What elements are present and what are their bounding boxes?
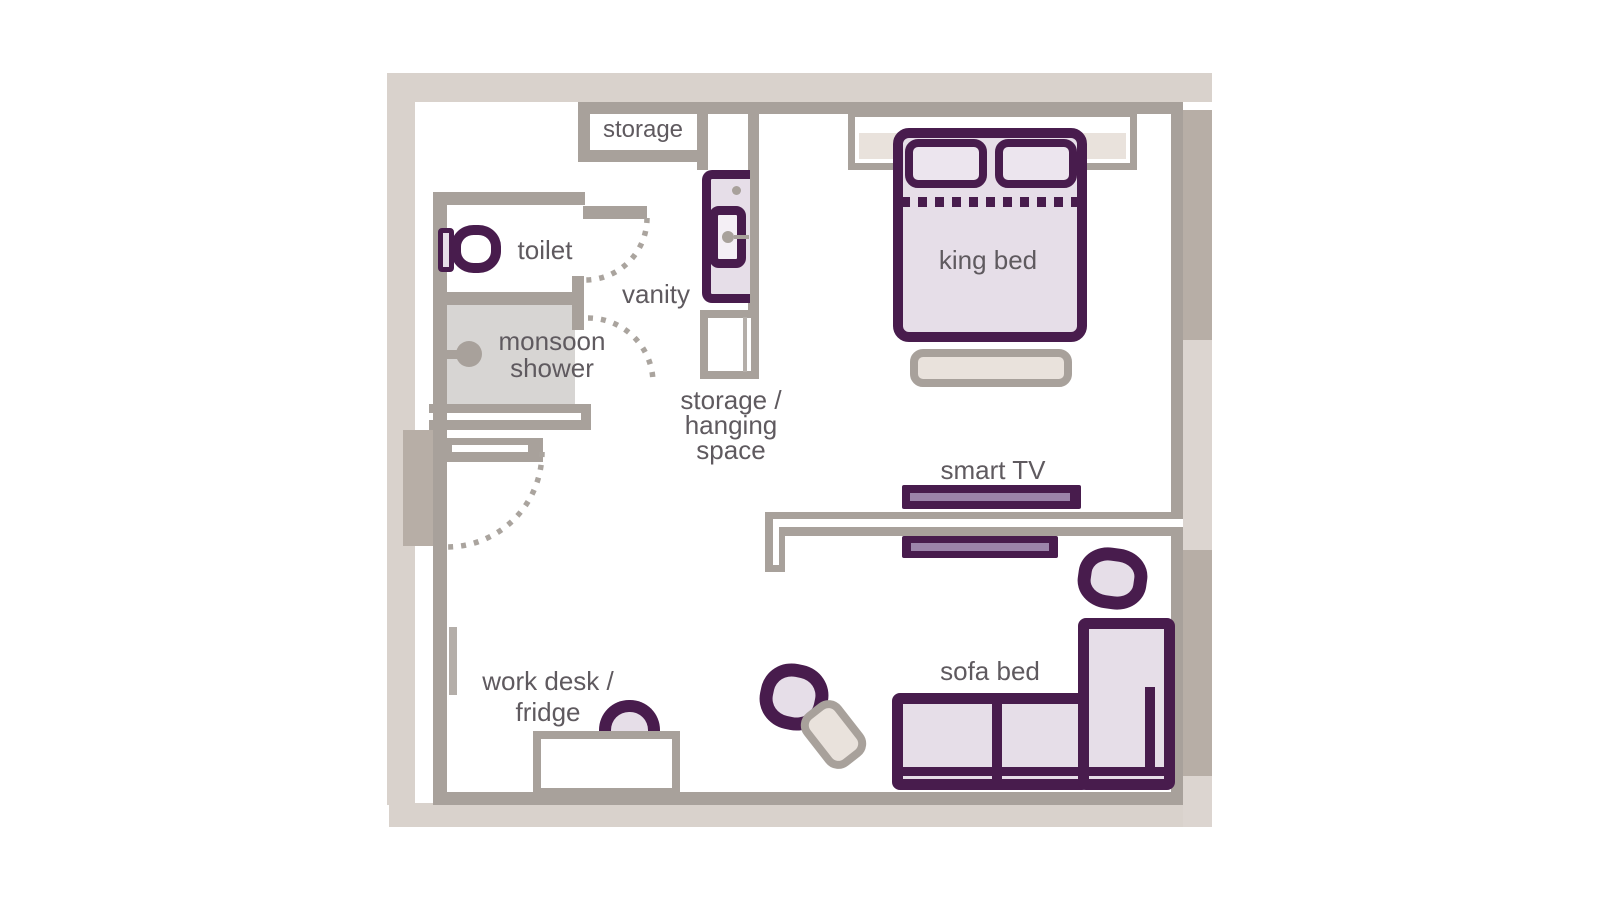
- vanity-corridor-wall: [748, 102, 759, 378]
- wardrobe: [700, 310, 759, 379]
- toilet-shower-divider-wall: [433, 292, 580, 305]
- bathroom-wall-top: [433, 192, 585, 205]
- exterior-block-right-2: [1183, 340, 1212, 550]
- exterior-band-bottom: [389, 803, 1190, 827]
- exterior-band-top: [387, 73, 1212, 102]
- exterior-block-right-1: [1183, 110, 1212, 340]
- bed-sheet-dotted-line: [901, 197, 1081, 207]
- pillow-right: [995, 139, 1077, 188]
- tv-partition-channel: [775, 519, 1183, 527]
- faucet-dot-top: [732, 186, 741, 195]
- toilet-icon: [451, 225, 501, 273]
- monsoon-shower-label: monsoon shower: [498, 326, 606, 383]
- sofa-chaise-inner-line: [1145, 687, 1155, 772]
- faucet-dot-sink: [722, 231, 734, 243]
- king-bed-label: king bed: [938, 245, 1038, 275]
- tv-screen-lounge-panel: [911, 543, 1049, 551]
- storage-label: storage: [602, 116, 684, 143]
- entry-door-leaf-inset: [452, 445, 528, 452]
- bathroom-wall-bottom-inner: [429, 420, 591, 430]
- sofa-bed-label: sofa bed: [940, 656, 1040, 686]
- shower-head-arm: [444, 350, 460, 359]
- toilet-label: toilet: [517, 235, 573, 265]
- tv-partition-channel-return: [773, 519, 779, 565]
- pillow-left: [905, 139, 987, 188]
- storage-hanging-label: storage / hanging space: [680, 385, 782, 465]
- wall-left: [433, 192, 447, 804]
- work-desk: [533, 731, 680, 796]
- sofa-back-line: [903, 767, 1165, 776]
- sofa-cushion-divider: [992, 702, 1002, 780]
- wardrobe-rail: [743, 317, 747, 372]
- bed-end-bench: [910, 349, 1072, 387]
- stool: [1074, 543, 1151, 614]
- exterior-block-right-3: [1183, 550, 1212, 776]
- sofa-bed-chaise: [1078, 618, 1175, 790]
- storage-nook-wall-left: [578, 102, 590, 162]
- work-desk-label: work desk / fridge: [482, 666, 614, 727]
- exterior-block-right-4: [1183, 776, 1212, 827]
- bathroom-wall-bottom-outer: [429, 404, 591, 413]
- entry-door-swing-arc: [446, 451, 545, 550]
- vanity-label: vanity: [622, 279, 690, 309]
- faucet-spout: [734, 235, 749, 239]
- desk-chair: [599, 700, 660, 733]
- tv-screen-bedroom-panel: [910, 493, 1070, 501]
- shower-head-icon: [456, 341, 482, 367]
- bathroom-wall-bottom-cap: [581, 404, 591, 430]
- toilet-door-leaf: [583, 206, 647, 219]
- wall-mirror: [449, 627, 457, 695]
- smart-tv-label: smart TV: [940, 455, 1046, 485]
- storage-nook-wall-right: [697, 102, 708, 170]
- storage-nook-wall-bottom: [578, 150, 708, 162]
